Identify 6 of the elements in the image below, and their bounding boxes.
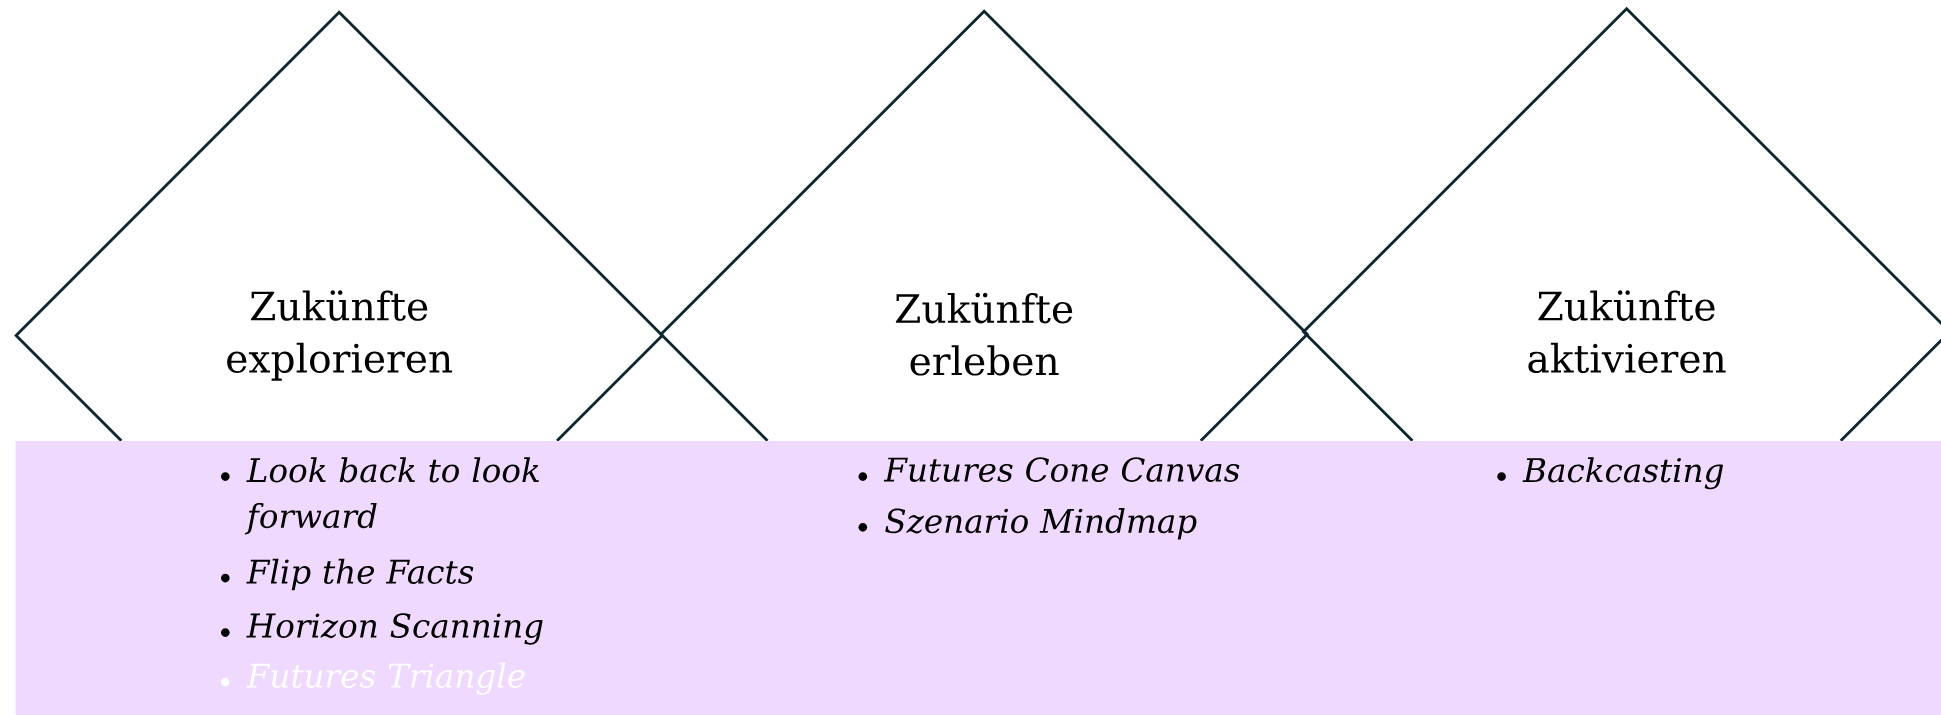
list-item: Flip the Facts: [246, 558, 474, 591]
list-item: Futures Cone Canvas: [883, 456, 1240, 482]
list-item: Horizon Scanning: [246, 612, 543, 645]
list-item: Look back to look forward: [244, 457, 539, 535]
list-item: Szenario Mindmap: [885, 507, 1197, 540]
list-item: Backcasting: [1522, 457, 1724, 489]
